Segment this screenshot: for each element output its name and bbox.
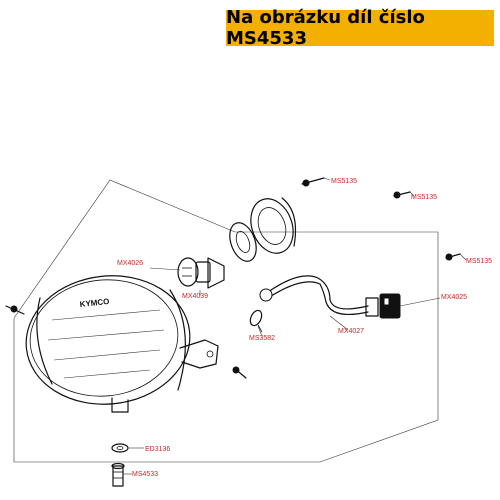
label-ms4533: MS4533 (132, 471, 158, 478)
bulb-socket-cover (229, 197, 297, 262)
screw-ms5135-mid (393, 191, 411, 199)
screw-ms5135-top (301, 177, 325, 187)
label-ms5135-mid: MS5135 (411, 194, 437, 201)
position-bulb (249, 309, 263, 333)
label-mx4025: MX4025 (441, 294, 467, 301)
assembly-frame (13, 179, 439, 463)
label-ms5135-right: MS5135 (466, 258, 492, 265)
label-ms3582: MS3582 (249, 335, 275, 342)
headlight-bulb (177, 257, 225, 289)
label-mx4039: MX4039 (182, 293, 208, 300)
lens-logo: KYMCO (79, 297, 110, 309)
label-ms5135-top: MS5135 (331, 178, 357, 185)
headlight-housing (25, 275, 219, 413)
bracket-screw (232, 366, 247, 379)
label-ed3136: ED3136 (145, 446, 170, 453)
bolt-ms4533 (111, 462, 125, 487)
screw-ms5135-right (445, 253, 461, 261)
housing-screw-left (5, 305, 25, 315)
label-mx4027: MX4027 (338, 328, 364, 335)
part-number-banner: Na obrázku díl číslo MS4533 (226, 7, 494, 49)
wiring-harness (259, 275, 401, 319)
banner-text: Na obrázku díl číslo MS4533 (226, 7, 425, 49)
washer-ed3136 (111, 443, 129, 453)
label-mx4026: MX4026 (117, 260, 143, 267)
